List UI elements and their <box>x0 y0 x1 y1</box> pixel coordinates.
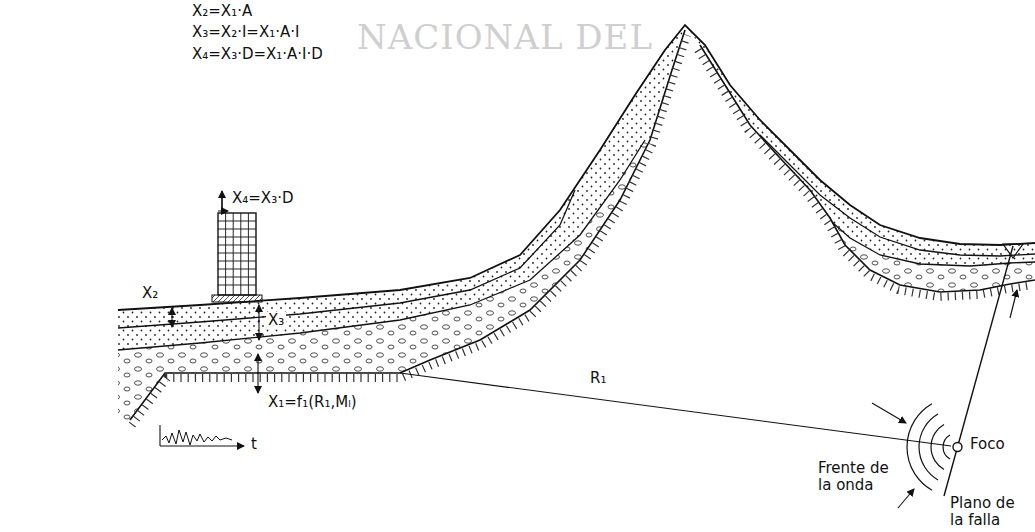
callout-label: Plano de la falla <box>948 495 1032 530</box>
axis-label: t <box>249 436 259 453</box>
amplitude-label: X₄=X₃·D <box>230 190 295 207</box>
watermark: NACIONAL DEL <box>355 18 655 57</box>
bedrock-boundary <box>130 30 685 420</box>
ground-surface <box>118 25 1035 310</box>
sand-layer <box>118 25 685 420</box>
x1-arrow <box>257 372 258 393</box>
callout-label: Frente de la onda <box>816 460 900 495</box>
distance-line <box>400 373 951 446</box>
layer-boundary <box>832 222 1035 266</box>
fault-plane <box>944 246 1013 496</box>
formula: X₂=X₁·A <box>190 3 254 20</box>
bedrock-hatch <box>132 35 687 425</box>
formula: X₃=X₂·I=X₁·A·I <box>190 24 301 41</box>
amplitude-label: X₁=f₁(R₁,Mₗ) <box>266 394 359 411</box>
callout-label: Foco <box>968 436 1007 453</box>
x4-arrow <box>221 191 222 211</box>
amplitude-label: X₃ <box>266 312 286 329</box>
foundation <box>212 295 262 302</box>
x1-arrow <box>257 354 258 374</box>
layer-boundary <box>118 190 575 328</box>
distance-label: R₁ <box>588 370 608 387</box>
x3-arrow <box>258 305 259 322</box>
focus <box>953 443 962 452</box>
fault-slip-arrow <box>1010 290 1017 318</box>
x2-arrow <box>171 316 172 327</box>
formula: X₄=X₃·D=X₁·A·I·D <box>190 46 325 63</box>
wavefront <box>907 404 950 491</box>
x3-arrow <box>258 320 259 340</box>
signal-axis <box>159 425 160 446</box>
fault-mark <box>1003 244 1023 258</box>
gravel-layer <box>832 222 1035 292</box>
wave-arrow <box>872 403 906 423</box>
layer-boundary <box>118 140 645 350</box>
x4-arrow <box>218 193 228 211</box>
sand-layer <box>685 25 1035 292</box>
gravel-layer <box>832 222 1035 292</box>
wave-arrow <box>898 489 914 508</box>
accelerogram <box>162 430 232 445</box>
amplitude-label: X₂ <box>140 285 160 302</box>
building <box>218 213 256 295</box>
layer-boundary <box>760 135 1035 256</box>
bedrock-hatch <box>698 50 1033 297</box>
building-grid <box>218 213 256 295</box>
signal-axis <box>160 445 244 446</box>
bedrock-boundary <box>700 45 1035 292</box>
